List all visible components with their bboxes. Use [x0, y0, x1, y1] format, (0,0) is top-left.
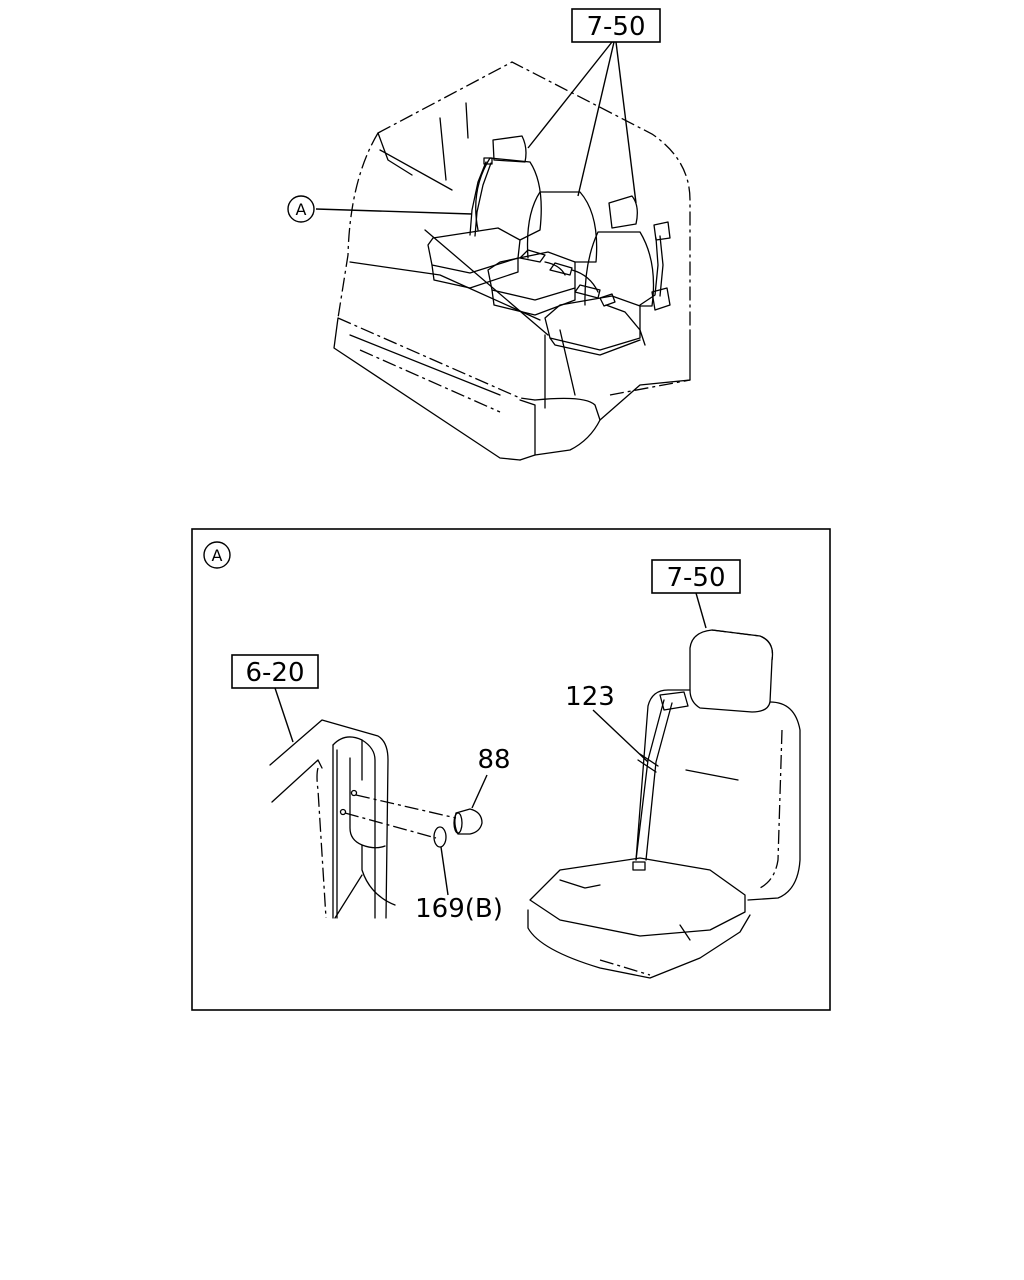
seat-detail: [527, 629, 801, 979]
detail-marker-label: A: [296, 200, 307, 219]
pillar-part: [269, 719, 396, 919]
part-169-washer: [433, 826, 447, 848]
detail-a-panel: A: [191, 528, 831, 1011]
top-ref-label: 7-50: [586, 12, 645, 42]
detail-pillar-ref-label: 6-20: [245, 658, 304, 688]
cab-overview: [315, 41, 691, 461]
top-ref-callout: 7-50: [571, 8, 661, 43]
detail-marker: A: [287, 195, 315, 223]
detail-seat-ref-label: 7-50: [666, 563, 725, 593]
part-123-label: 123: [565, 682, 615, 712]
detail-heading-label: A: [212, 546, 223, 565]
part-169-label: 169(B): [415, 894, 503, 924]
part-88-label: 88: [477, 745, 510, 775]
part-88-cap: [453, 808, 483, 835]
